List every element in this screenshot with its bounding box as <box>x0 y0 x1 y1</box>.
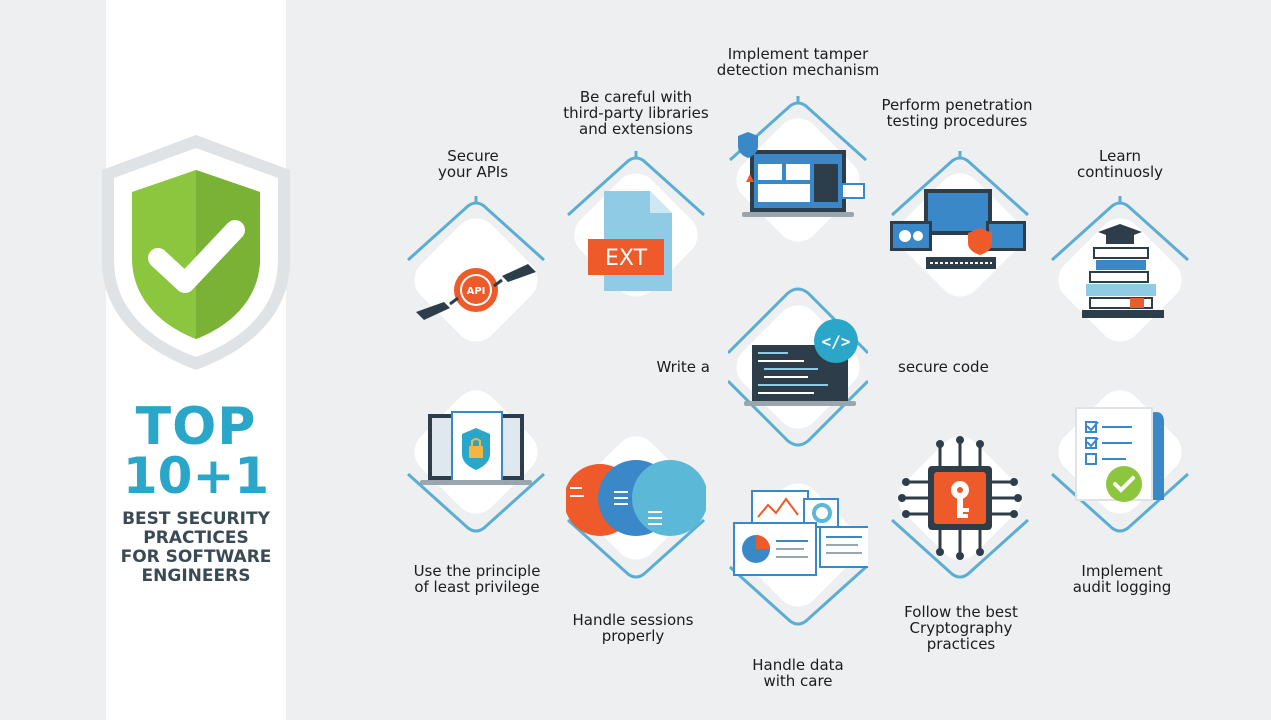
api-plug-icon: API <box>416 264 536 320</box>
tile-third-party-libraries: EXT <box>566 151 706 297</box>
title-top: TOP <box>135 397 257 457</box>
label-write-a: Write a <box>656 358 710 376</box>
monitors-icon <box>890 189 1026 269</box>
audit-checklist-icon <box>1075 407 1164 502</box>
tile-learn-continuously <box>1050 196 1190 342</box>
books-graduation-icon <box>1082 224 1164 318</box>
tile-cryptography <box>890 436 1030 579</box>
label-secure-code: secure code <box>898 358 989 376</box>
ext-file-icon: EXT <box>588 191 672 291</box>
laptop-dashboard-icon <box>738 132 865 217</box>
subtitle-line: FOR SOFTWARE <box>120 547 272 567</box>
tile-tamper-detection <box>728 96 868 242</box>
subtitle-line: PRACTICES <box>143 528 249 548</box>
tile-handle-data <box>728 483 868 626</box>
data-dashboard-icon <box>733 490 868 576</box>
code-tag-label: </> <box>822 332 851 351</box>
shield-check-icon <box>102 135 290 370</box>
tile-secure-apis: API <box>406 196 546 342</box>
subtitle-line: BEST SECURITY <box>122 509 270 529</box>
tile-handle-sessions <box>566 436 706 579</box>
tile-least-privilege <box>406 390 546 533</box>
tile-penetration-testing <box>890 151 1030 297</box>
tile-secure-code: </> <box>728 287 868 447</box>
code-editor-icon: </> <box>744 319 858 406</box>
crypto-chip-icon <box>898 436 1022 560</box>
api-label: API <box>467 286 486 297</box>
title-block: TOP 10+1 BEST SECURITY PRACTICES FOR SOF… <box>106 397 286 586</box>
subtitle-line: ENGINEERS <box>141 566 251 586</box>
title-number: 10+1 <box>122 447 270 505</box>
sessions-circles-icon <box>566 460 706 536</box>
laptop-lock-icon <box>420 411 532 485</box>
ext-label: EXT <box>605 246 648 271</box>
tile-audit-logging <box>1050 390 1190 533</box>
